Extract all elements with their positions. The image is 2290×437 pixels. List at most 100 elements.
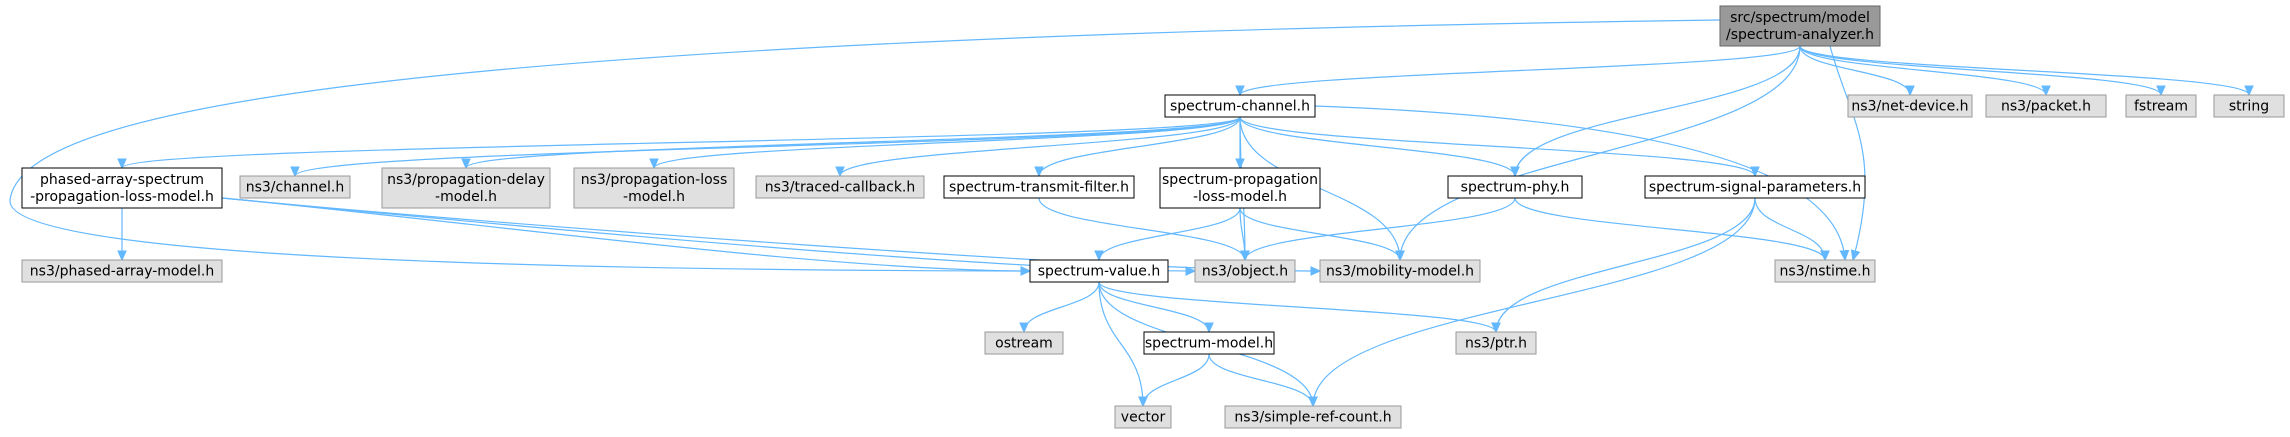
- node-label: ns3/propagation-delay: [387, 172, 545, 188]
- node-label: spectrum-transmit-filter.h: [949, 180, 1129, 196]
- node-label: ns3/object.h: [1202, 264, 1288, 280]
- node-box: [1644, 175, 1866, 199]
- node-box: [1143, 331, 1275, 355]
- edge-n14-to-n20: [1514, 197, 1825, 260]
- dependency-nodes: src/spectrum/model/spectrum-analyzer.h sp…: [21, 5, 2285, 429]
- node-phased-array-spectrum-propagation-loss-model-h[interactable]: phased-array-spectrum-propagation-loss-m…: [21, 167, 223, 209]
- node-box: [1164, 94, 1316, 118]
- node-label: -loss-model.h: [1193, 189, 1287, 205]
- node-label: -model.h: [435, 189, 497, 205]
- node-label: ns3/channel.h: [246, 180, 345, 196]
- node-fstream: fstream: [2125, 94, 2197, 118]
- node-label: spectrum-value.h: [1038, 264, 1161, 280]
- node-ostream: ostream: [984, 331, 1064, 355]
- node-box: [2213, 94, 2285, 118]
- node-label: ns3/phased-array-model.h: [30, 264, 214, 280]
- node-box: [1029, 259, 1169, 283]
- node-label: ns3/net-device.h: [1851, 99, 1968, 115]
- edge-n13-to-n17: [1099, 207, 1241, 260]
- node-box: [984, 331, 1064, 355]
- edge-n17-to-n23: [1098, 281, 1496, 332]
- edge-n2-to-n7: [122, 116, 1241, 168]
- node-box: [1455, 331, 1537, 355]
- node-box: [1319, 259, 1481, 283]
- node-string: string: [2213, 94, 2285, 118]
- edge-n15-to-n20: [1754, 197, 1825, 260]
- node-label: src/spectrum/model: [1730, 10, 1870, 26]
- edge-n17-to-n24: [1098, 281, 1143, 406]
- node-box: [1224, 405, 1402, 429]
- edge-n1-to-n20: [1829, 45, 1866, 260]
- node-label: ns3/ptr.h: [1465, 336, 1527, 352]
- edge-n2-to-n15: [1239, 116, 1755, 176]
- edge-n2-to-n20: [1314, 105, 1845, 260]
- node-ns3-nstime-h: ns3/nstime.h: [1774, 259, 1876, 283]
- edge-n15-to-n25: [1313, 197, 1756, 406]
- node-ns3-net-device-h: ns3/net-device.h: [1847, 94, 1973, 118]
- edge-n2-to-n12: [1039, 116, 1241, 176]
- node-spectrum-value-h[interactable]: spectrum-value.h: [1029, 259, 1169, 283]
- node-label: ns3/mobility-model.h: [1326, 264, 1474, 280]
- edge-n17-to-n21: [1024, 281, 1100, 332]
- node-ns3-mobility-model-h: ns3/mobility-model.h: [1319, 259, 1481, 283]
- node-box: [1194, 259, 1296, 283]
- node-ns3-packet-h: ns3/packet.h: [1985, 94, 2107, 118]
- node-label: fstream: [2134, 99, 2188, 115]
- node-label: spectrum-propagation: [1162, 172, 1318, 188]
- node-spectrum-transmit-filter-h[interactable]: spectrum-transmit-filter.h: [943, 175, 1135, 199]
- edge-n12-to-n18: [1038, 197, 1245, 260]
- node-vector: vector: [1114, 405, 1172, 429]
- node-ns3-propagation-delay-model-h: ns3/propagation-delay-model.h: [381, 167, 551, 209]
- node-ns3-traced-callback-h: ns3/traced-callback.h: [755, 175, 925, 199]
- node-box: [943, 175, 1135, 199]
- node-label: vector: [1121, 410, 1166, 426]
- node-label: spectrum-phy.h: [1461, 180, 1570, 196]
- node-label: ns3/nstime.h: [1780, 264, 1871, 280]
- node-label: /spectrum-analyzer.h: [1726, 27, 1874, 43]
- edge-n2-to-n9: [466, 116, 1241, 168]
- node-spectrum-signal-parameters-h[interactable]: spectrum-signal-parameters.h: [1644, 175, 1866, 199]
- node-src-spectrum-model-spectrum-analyzer-h[interactable]: src/spectrum/model/spectrum-analyzer.h: [1719, 5, 1881, 47]
- edge-n22-to-n25: [1208, 353, 1313, 406]
- edge-n2-to-n10: [654, 116, 1241, 168]
- node-ns3-propagation-loss-model-h: ns3/propagation-loss-model.h: [573, 167, 735, 209]
- node-label: spectrum-signal-parameters.h: [1649, 180, 1861, 196]
- node-label: ns3/traced-callback.h: [765, 180, 916, 196]
- edge-n1-to-n2: [1240, 45, 1801, 95]
- node-spectrum-channel-h[interactable]: spectrum-channel.h: [1164, 94, 1316, 118]
- edge-n2-to-n14: [1239, 116, 1515, 176]
- node-spectrum-model-h[interactable]: spectrum-model.h: [1143, 331, 1275, 355]
- node-box: [573, 167, 735, 209]
- node-ns3-simple-ref-count-h: ns3/simple-ref-count.h: [1224, 405, 1402, 429]
- edge-n22-to-n24: [1143, 353, 1210, 406]
- edge-n1-to-n17: [9, 19, 1721, 271]
- dependency-edges: [9, 19, 2249, 406]
- edge-n14-to-n18: [1245, 197, 1516, 260]
- node-box: [21, 259, 223, 283]
- node-box: [1159, 167, 1321, 209]
- node-label: phased-array-spectrum: [40, 172, 204, 188]
- edge-n1-to-n14: [1515, 45, 1801, 176]
- node-spectrum-phy-h[interactable]: spectrum-phy.h: [1447, 175, 1583, 199]
- edge-n1-to-n4: [1799, 45, 2046, 95]
- node-box: [381, 167, 551, 209]
- edge-n13-to-n19: [1239, 207, 1400, 260]
- node-box: [1447, 175, 1583, 199]
- edge-n1-to-n5: [1799, 45, 2161, 95]
- node-box: [1114, 405, 1172, 429]
- node-label: ns3/simple-ref-count.h: [1234, 410, 1391, 426]
- node-label: string: [2229, 99, 2269, 115]
- node-box: [755, 175, 925, 199]
- node-spectrum-propagation-loss-model-h[interactable]: spectrum-propagation-loss-model.h: [1159, 167, 1321, 209]
- node-label: ns3/packet.h: [2001, 99, 2091, 115]
- node-box: [21, 167, 223, 209]
- node-box: [2125, 94, 2197, 118]
- node-ns3-object-h: ns3/object.h: [1194, 259, 1296, 283]
- node-box: [1985, 94, 2107, 118]
- node-label: ns3/propagation-loss: [581, 172, 728, 188]
- edge-n17-to-n22: [1098, 281, 1209, 332]
- node-label: -propagation-loss-model.h: [30, 189, 214, 205]
- edge-n7-to-n17: [221, 197, 1030, 271]
- node-box: [239, 175, 351, 199]
- node-label: spectrum-model.h: [1145, 336, 1273, 352]
